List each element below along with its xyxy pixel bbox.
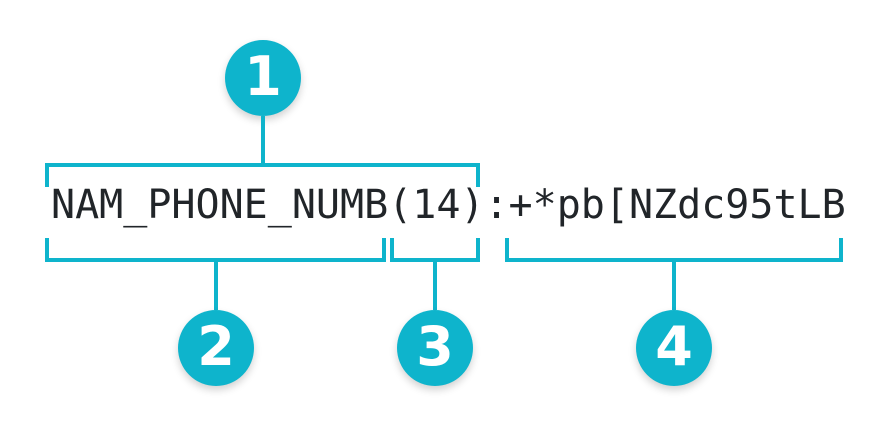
bracket-value: [505, 238, 843, 262]
bracket-field-name-and-length: [45, 163, 480, 187]
callout-1-badge: 1: [225, 40, 301, 116]
callout-4-badge: 4: [636, 310, 712, 386]
callout-2-connector-line: [214, 262, 218, 310]
callout-3-connector-line: [433, 262, 437, 310]
callout-1-number: 1: [244, 44, 282, 108]
callout-4-number: 4: [655, 314, 693, 378]
bracket-field-name: [45, 238, 386, 262]
callout-2-badge: 2: [178, 310, 254, 386]
callout-1-connector-line: [261, 116, 265, 163]
record-string: NAM_PHONE_NUMB(14):+*pb[NZdc95tLB: [51, 182, 846, 228]
callout-2-number: 2: [197, 314, 235, 378]
bracket-length: [390, 238, 480, 262]
callout-4-connector-line: [672, 262, 676, 310]
callout-3-badge: 3: [397, 310, 473, 386]
callout-3-number: 3: [416, 314, 454, 378]
